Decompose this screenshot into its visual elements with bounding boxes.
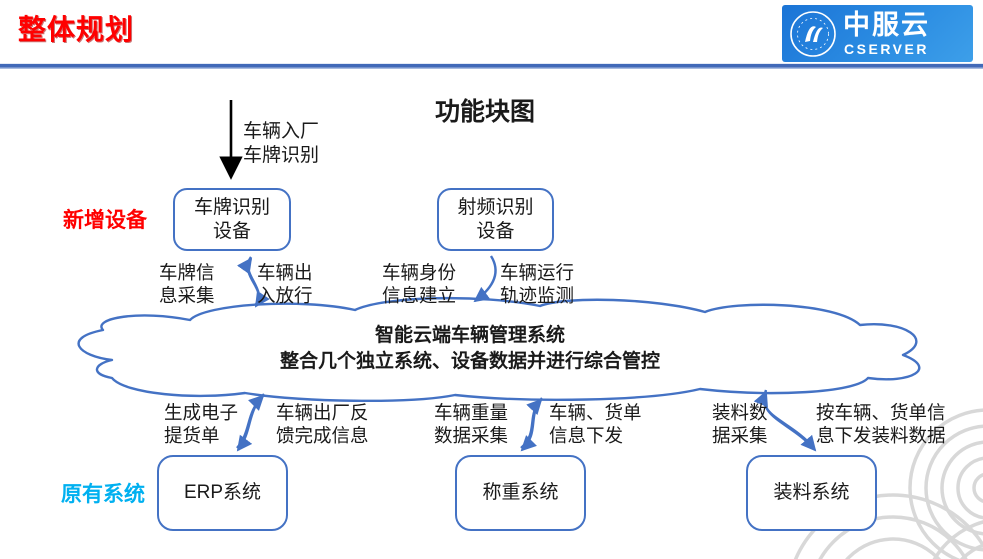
flow-label-plate-info-collect: 车牌信 息采集 [159,262,215,306]
flow-label-weight-collect: 车辆重量 数据采集 [434,402,509,446]
cloud-line1: 智能云端车辆管理系统 [374,325,565,346]
arrow-rfid-cloud [473,255,497,303]
diagram-title: 功能块图 [434,98,535,126]
flow-label-exit-feedback: 车辆出厂反 馈完成信息 [276,402,369,446]
box-label: 射频识别 设备 [457,196,534,242]
cloud-title: 智能云端车辆管理系统 整合几个独立系统、设备数据并进行综合管控 [235,323,705,375]
logo-name: 中服云 [843,9,930,40]
box-label: 装料系统 [773,482,850,503]
cserver-logo: 中服云 CSERVER [782,5,973,62]
entry-arrow-label: 车辆入厂 车牌识别 [243,121,320,166]
arrow-erp-cloud [236,393,265,452]
box-erp-system: ERP系统 [157,455,288,531]
flow-label-order-dispatch: 车辆、货单 信息下发 [549,402,642,446]
logo-subtitle: CSERVER [844,40,929,57]
flow-label-loading-collect: 装料数 据采集 [712,402,768,446]
page-title: 整体规划 [18,14,135,45]
cloud-line2: 整合几个独立系统、设备数据并进行综合管控 [279,351,660,372]
arrow-weighing-cloud [520,397,543,452]
flow-label-loading-dispatch: 按车辆、货单信 息下发装料数据 [816,402,946,446]
box-label: ERP系统 [183,482,262,503]
box-label: 称重系统 [482,482,559,503]
label-new-devices: 新增设备 [63,209,147,232]
box-plate-recognition-device: 车牌识别 设备 [173,188,291,251]
arrow-loading-cloud [753,389,817,452]
flow-label-track-monitor: 车辆运行 轨迹监测 [500,262,575,306]
box-weighing-system: 称重系统 [455,455,586,531]
flow-label-identity-setup: 车辆身份 信息建立 [382,262,457,306]
box-loading-system: 装料系统 [746,455,877,531]
flow-label-vehicle-release: 车辆出 入放行 [257,262,313,306]
box-rfid-device: 射频识别 设备 [437,188,554,251]
cserver-emblem-icon [790,10,836,57]
label-legacy-systems: 原有系统 [61,483,145,506]
header-divider [0,63,983,69]
box-label: 车牌识别 设备 [193,196,270,242]
flow-label-e-delivery-note: 生成电子 提货单 [164,402,239,446]
